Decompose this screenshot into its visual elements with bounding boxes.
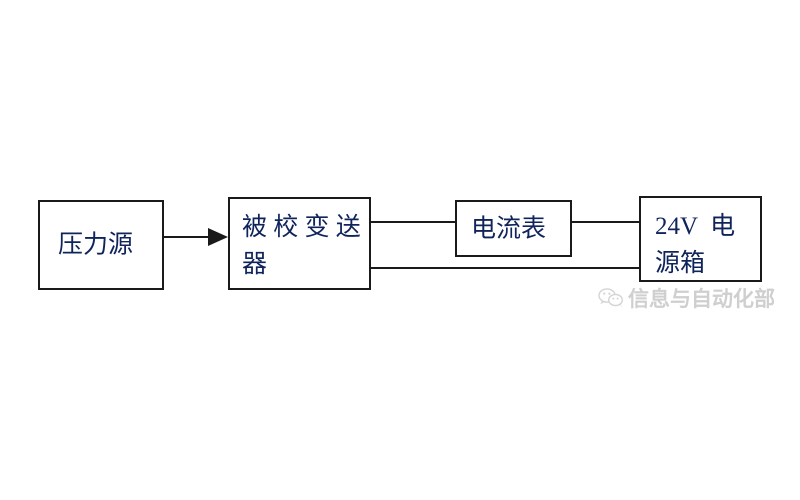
connector-ammeter-to-psu	[570, 221, 641, 223]
wechat-icon	[598, 288, 624, 308]
block-ammeter: 电流表	[455, 200, 572, 257]
block-power-supply-box: 24V 电 源箱	[639, 196, 762, 282]
connector-source-to-transmitter	[164, 236, 222, 238]
block-transmitter-under-calibration-label: 被 校 变 送 器	[242, 214, 361, 278]
block-ammeter-label: 电流表	[471, 215, 547, 242]
block-power-supply-box-label: 24V 电 源箱	[655, 213, 736, 277]
block-transmitter-under-calibration: 被 校 变 送 器	[228, 197, 371, 290]
connector-transmitter-to-psu	[369, 267, 641, 269]
block-pressure-source-label: 压力源	[58, 231, 134, 259]
block-pressure-source: 压力源	[38, 200, 164, 290]
connector-transmitter-to-ammeter	[369, 221, 457, 223]
watermark: 信息与自动化部	[598, 283, 775, 313]
arrowhead-icon	[208, 228, 228, 246]
